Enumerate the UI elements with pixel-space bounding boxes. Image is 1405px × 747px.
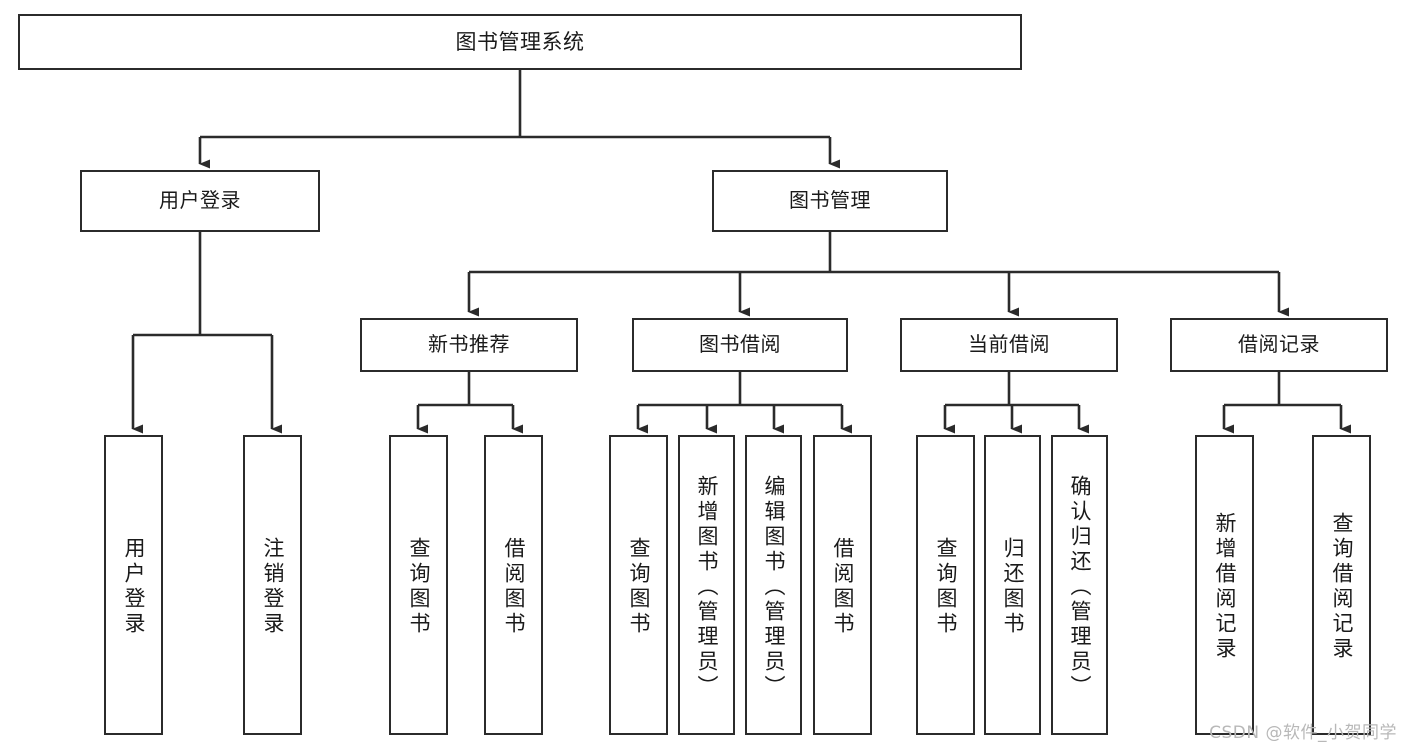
- node-leaf-edit-book-admin[interactable]: 编辑图书（管理员）: [745, 435, 802, 735]
- node-leaf-add-borrow-record[interactable]: 新增借阅记录: [1195, 435, 1254, 735]
- node-user-login[interactable]: 用户登录: [80, 170, 320, 232]
- node-leaf-confirm-return-admin-label: 确认归还（管理员）: [1068, 474, 1092, 700]
- node-current-borrow[interactable]: 当前借阅: [900, 318, 1118, 372]
- node-root-book-management-system[interactable]: 图书管理系统: [18, 14, 1022, 70]
- node-borrow-record[interactable]: 借阅记录: [1170, 318, 1388, 372]
- node-leaf-logout-label: 注销登录: [261, 537, 285, 637]
- csdn-watermark: CSDN @软件_小贺同学: [1209, 723, 1397, 743]
- node-leaf-query-book-current-label: 查询图书: [934, 537, 958, 637]
- node-leaf-confirm-return-admin[interactable]: 确认归还（管理员）: [1051, 435, 1108, 735]
- node-leaf-query-book-recommend[interactable]: 查询图书: [389, 435, 448, 735]
- node-leaf-logout[interactable]: 注销登录: [243, 435, 302, 735]
- node-leaf-query-borrow-record[interactable]: 查询借阅记录: [1312, 435, 1371, 735]
- node-leaf-borrow-book-label: 借阅图书: [831, 537, 855, 637]
- node-leaf-user-login-label: 用户登录: [122, 537, 146, 637]
- node-leaf-query-borrow-record-label: 查询借阅记录: [1330, 512, 1354, 662]
- node-root-label: 图书管理系统: [455, 29, 585, 54]
- node-book-management-label: 图书管理: [789, 188, 871, 213]
- node-user-login-label: 用户登录: [159, 188, 241, 213]
- node-borrow-record-label: 借阅记录: [1238, 332, 1320, 357]
- node-leaf-query-book-recommend-label: 查询图书: [407, 537, 431, 637]
- node-new-book-recommend[interactable]: 新书推荐: [360, 318, 578, 372]
- node-book-borrow[interactable]: 图书借阅: [632, 318, 848, 372]
- node-leaf-add-borrow-record-label: 新增借阅记录: [1213, 512, 1237, 662]
- node-leaf-borrow-book[interactable]: 借阅图书: [813, 435, 872, 735]
- node-leaf-add-book-admin[interactable]: 新增图书（管理员）: [678, 435, 735, 735]
- node-new-book-recommend-label: 新书推荐: [428, 332, 510, 357]
- node-leaf-return-book-label: 归还图书: [1001, 537, 1025, 637]
- node-book-borrow-label: 图书借阅: [699, 332, 781, 357]
- node-leaf-query-book-borrow[interactable]: 查询图书: [609, 435, 668, 735]
- node-current-borrow-label: 当前借阅: [968, 332, 1050, 357]
- node-leaf-query-book-borrow-label: 查询图书: [627, 537, 651, 637]
- node-leaf-query-book-current[interactable]: 查询图书: [916, 435, 975, 735]
- node-leaf-borrow-book-recommend[interactable]: 借阅图书: [484, 435, 543, 735]
- node-leaf-add-book-admin-label: 新增图书（管理员）: [695, 474, 719, 700]
- node-leaf-return-book[interactable]: 归还图书: [984, 435, 1041, 735]
- node-leaf-borrow-book-recommend-label: 借阅图书: [502, 537, 526, 637]
- node-book-management[interactable]: 图书管理: [712, 170, 948, 232]
- node-leaf-edit-book-admin-label: 编辑图书（管理员）: [762, 474, 786, 700]
- node-leaf-user-login[interactable]: 用户登录: [104, 435, 163, 735]
